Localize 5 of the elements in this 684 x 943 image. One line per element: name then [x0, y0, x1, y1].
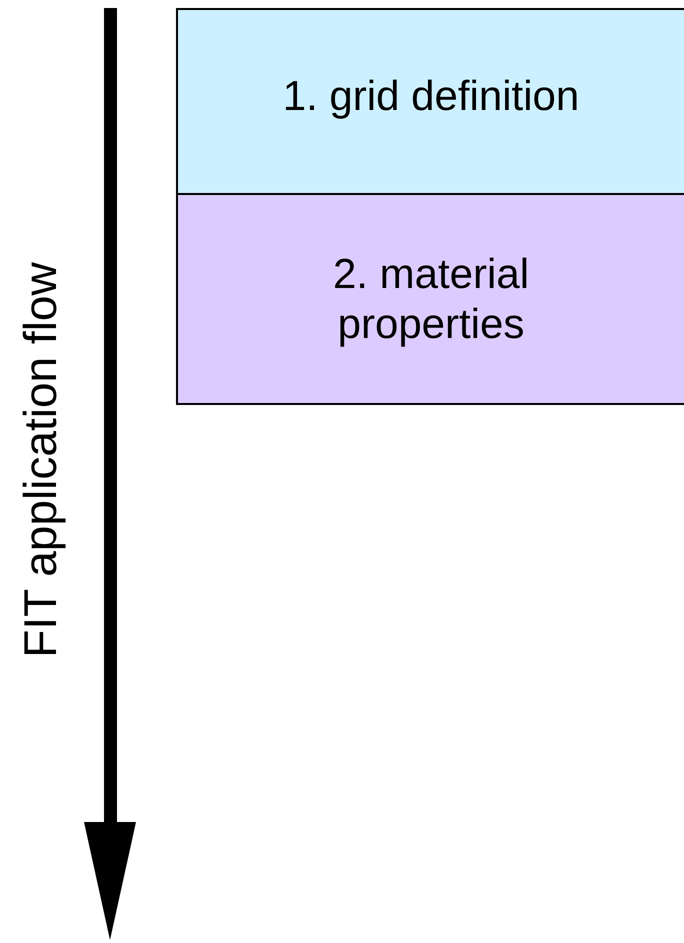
- box-label: 1. grid definition: [282, 71, 580, 122]
- box-label: 2. material properties: [332, 248, 530, 349]
- process-box: [176, 193, 684, 405]
- axis-label: FIT application flow: [13, 262, 67, 658]
- process-box: [176, 8, 684, 195]
